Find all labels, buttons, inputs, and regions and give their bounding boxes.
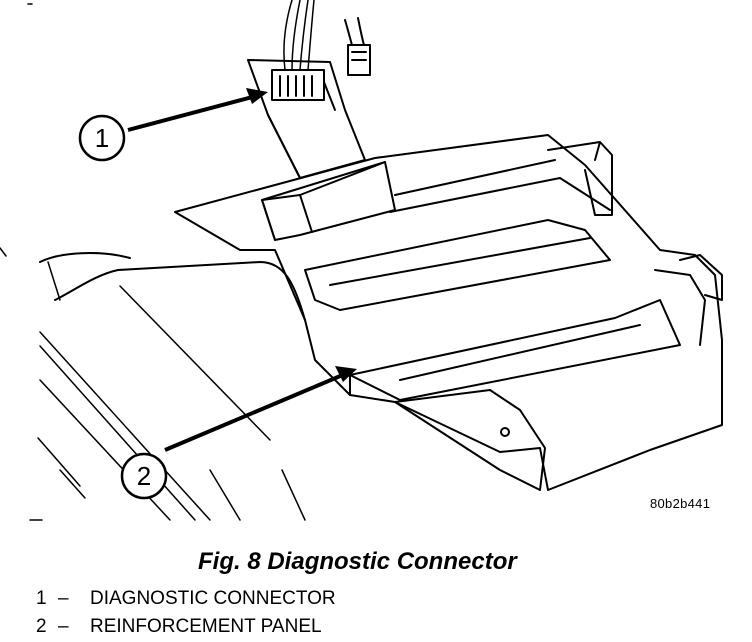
wire-bundle xyxy=(283,0,315,71)
diagnostic-connector-illustration: 1 2 xyxy=(0,0,723,521)
figure-code: 80b2b441 xyxy=(650,496,711,511)
legend-number: 2 xyxy=(36,616,47,637)
legend-number: 1 xyxy=(36,588,47,609)
legend-dash: – xyxy=(58,616,69,637)
floor-pan-lines xyxy=(29,261,306,521)
upper-rib xyxy=(261,161,396,241)
lower-rib xyxy=(349,299,681,401)
legend: 1–DIAGNOSTIC CONNECTOR 2–REINFORCEMENT P… xyxy=(36,585,336,641)
callout-1: 1 xyxy=(78,114,126,162)
floor-pan-edge xyxy=(54,261,306,321)
callout-1-number: 1 xyxy=(95,123,109,153)
loose-connector xyxy=(344,17,371,76)
legend-dash: – xyxy=(58,588,69,609)
legend-label: REINFORCEMENT PANEL xyxy=(90,616,322,637)
console-outline xyxy=(174,134,723,491)
figure-caption: Fig. 8 Diagnostic Connector xyxy=(198,548,517,575)
legend-item: 2–REINFORCEMENT PANEL xyxy=(36,613,336,641)
diagnostic-connector xyxy=(271,69,325,101)
legend-item: 1–DIAGNOSTIC CONNECTOR xyxy=(36,585,336,613)
callout-arrow-1 xyxy=(127,88,268,132)
callout-arrow-2 xyxy=(164,366,357,452)
legend-label: DIAGNOSTIC CONNECTOR xyxy=(90,588,336,609)
center-rib xyxy=(304,219,611,311)
reinforcement-panel xyxy=(394,389,546,491)
callout-2: 2 xyxy=(120,452,168,500)
callout-2-number: 2 xyxy=(137,461,151,491)
